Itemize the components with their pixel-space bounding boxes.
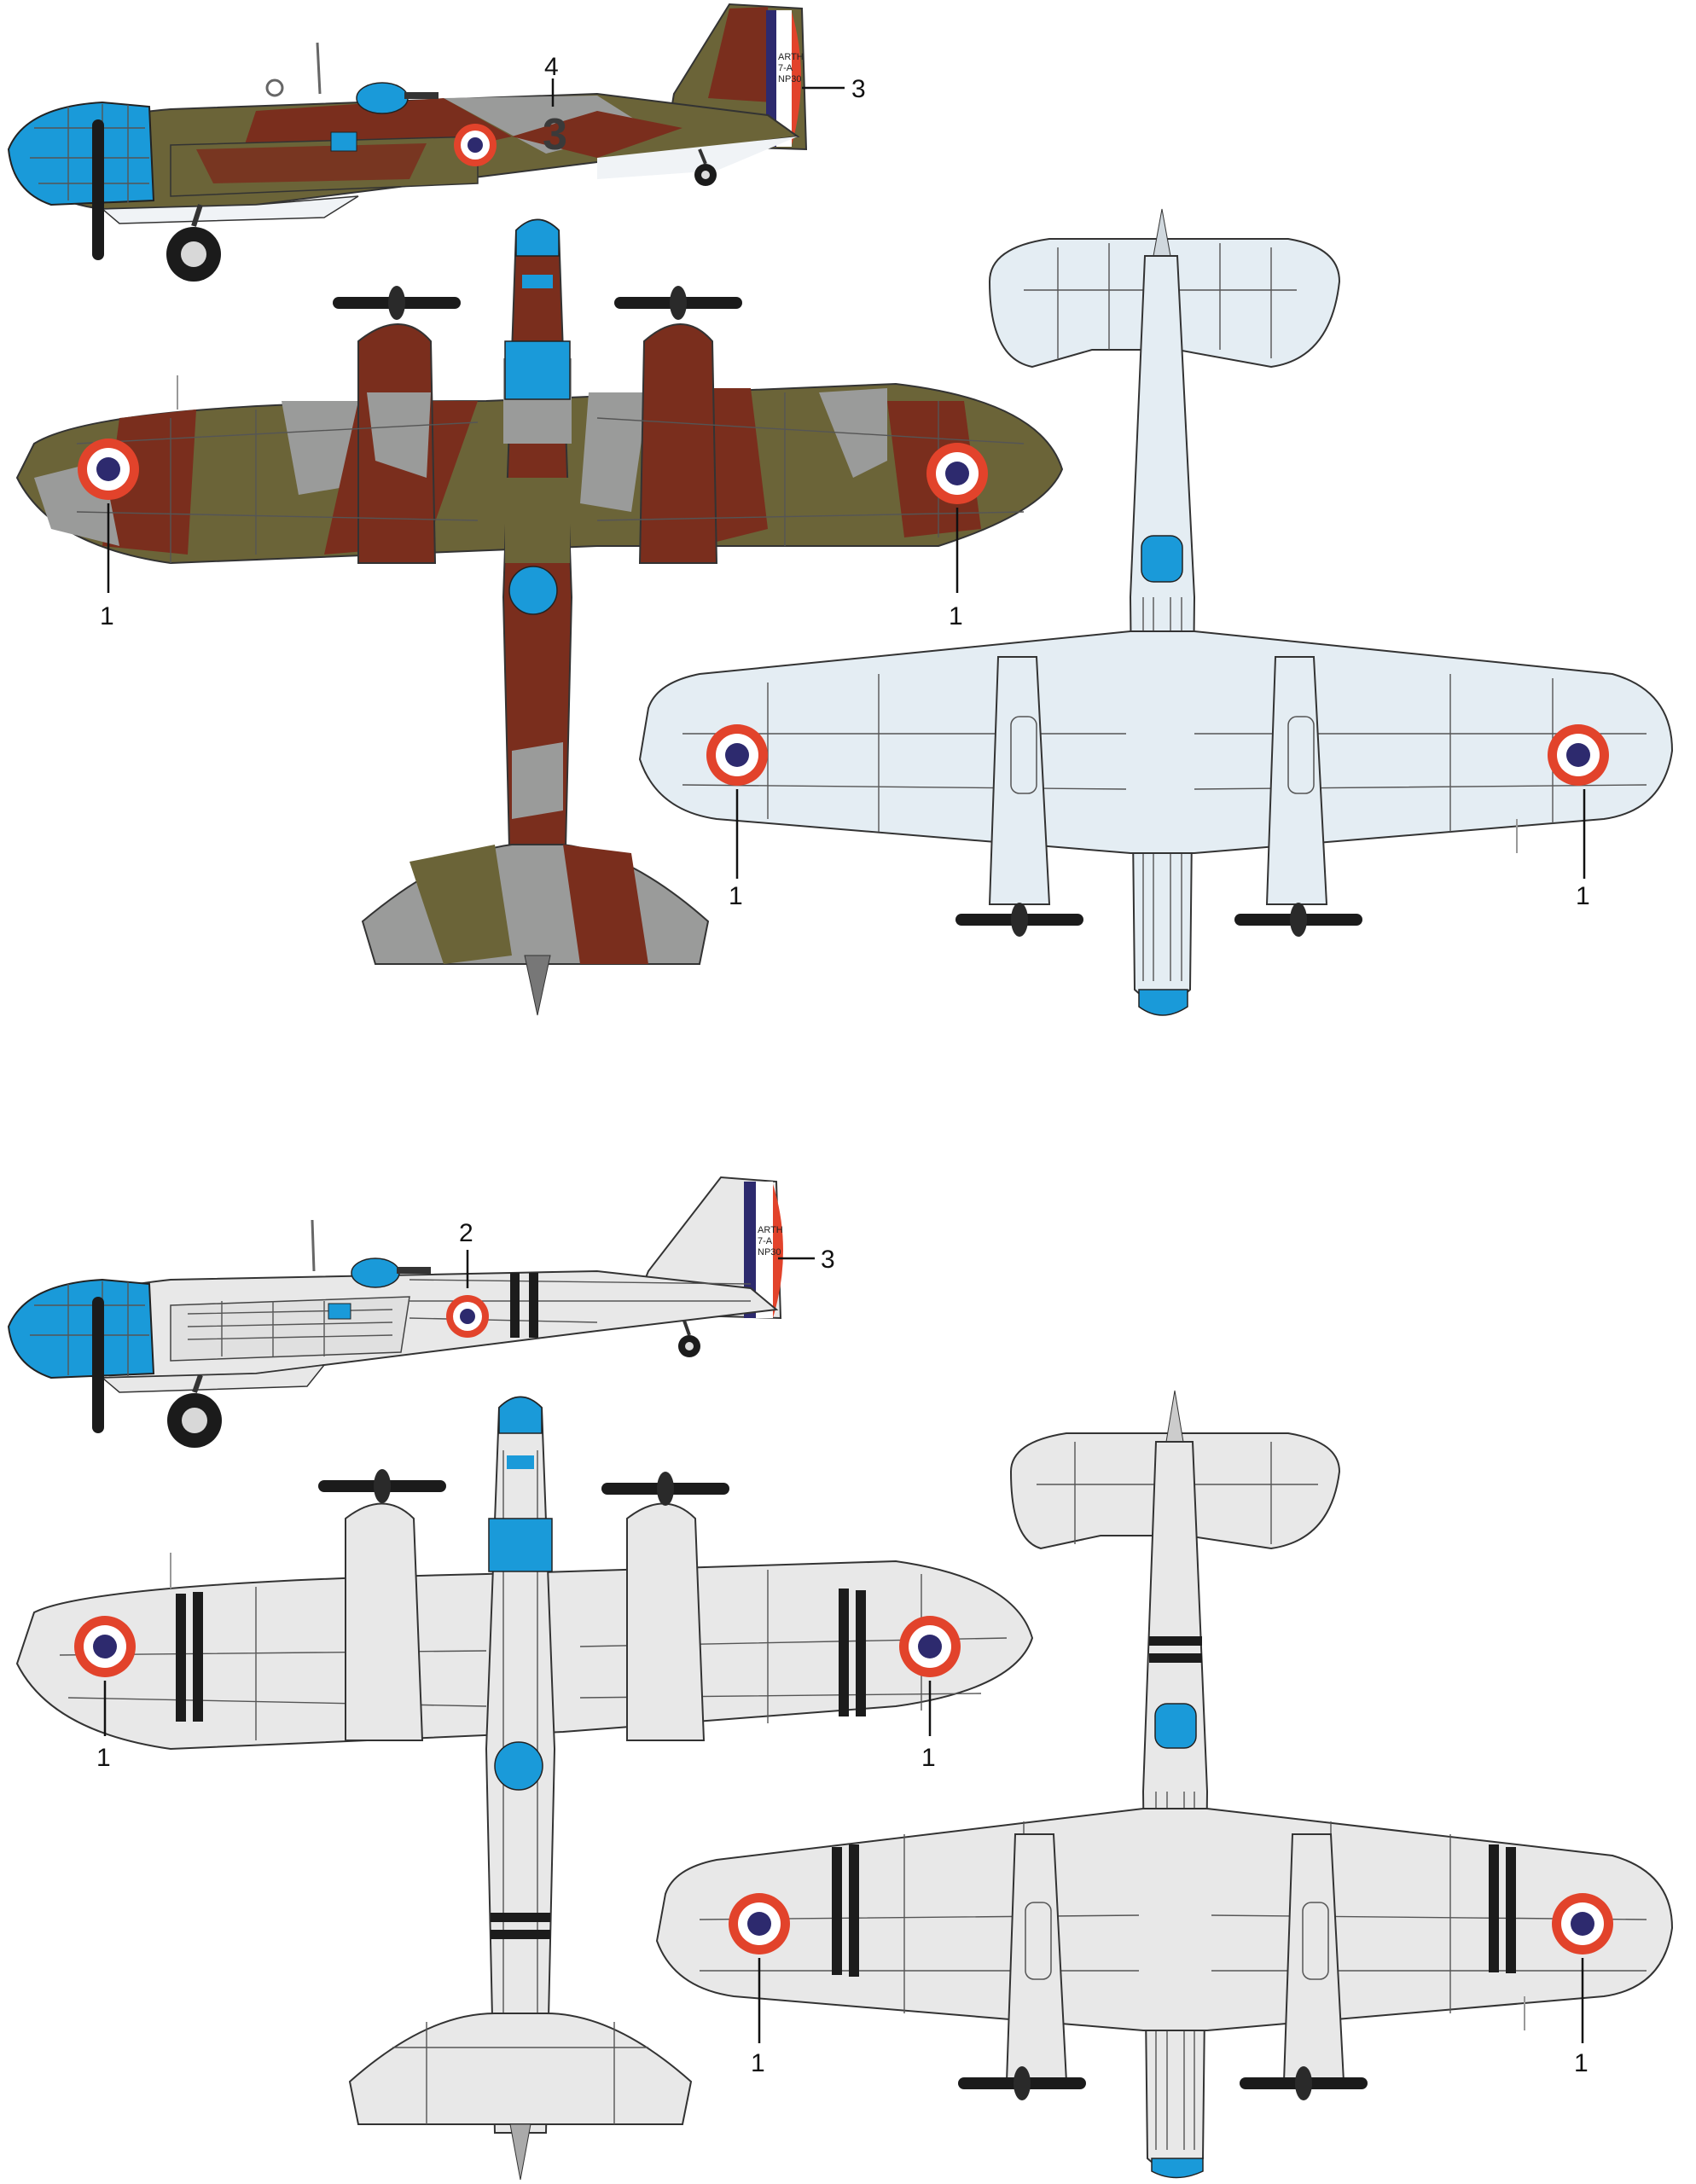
fuselage-roundel [446,1295,489,1338]
callout-side-roundel: 2 [459,1219,473,1247]
callout-roundel: 1 [949,602,963,630]
top-view-silver: 1 1 [15,1396,1034,2181]
fuselage-roundel [454,124,497,166]
callout-roundel: 1 [100,602,114,630]
svg-text:NP30: NP30 [778,74,802,84]
wing-invasion-stripe [839,1589,849,1716]
wing-invasion-stripe [193,1592,203,1722]
callout-roundel: 1 [96,1744,111,1772]
fin-lettering: ARTH 7-A NP30 [778,52,804,84]
fuselage-invasion-stripe [491,1913,550,1922]
wing-invasion-stripe [1506,1847,1516,1973]
wing-invasion-stripe [176,1594,186,1722]
rudder-blue-stripe [766,10,776,147]
svg-text:7-A: 7-A [778,63,793,73]
rudder-red-stripe [792,12,801,145]
callout-roundel: 1 [751,2049,765,2077]
wing-roundel-left-lower [706,724,768,786]
callout-roundel: 1 [1574,2049,1589,2077]
wing-invasion-stripe [856,1590,866,1716]
rudder-red-stripe [773,1184,783,1318]
fuselage-invasion-stripe [1149,1653,1202,1663]
bottom-view-light-blue: 1 1 [638,208,1674,1016]
wing-roundel-left-upper [74,1616,136,1677]
wing-roundel-right-upper [899,1616,961,1677]
side-view-silver: ARTH 7-A NP30 2 3 [7,1176,835,1448]
svg-text:ARTH: ARTH [778,52,804,62]
callout-fuselage-code: 4 [544,53,559,81]
bottom-view-silver: 1 1 [655,1390,1674,2179]
fin-lettering: ARTH 7-A NP30 [758,1225,783,1258]
wing-roundel-left-upper [78,439,139,500]
side-view-camouflage: 3 ARTH 7-A NP30 4 3 [7,3,866,282]
fuselage-invasion-stripe [529,1273,538,1338]
wing-roundel-right-lower [1548,724,1609,786]
top-view-camouflage: 1 1 [15,218,1064,1016]
fuselage-invasion-stripe [1149,1636,1202,1646]
callout-roundel: 1 [729,882,743,910]
wing-invasion-stripe [849,1844,859,1977]
wing-roundel-right-upper [926,443,988,504]
svg-text:ARTH: ARTH [758,1225,783,1235]
wing-invasion-stripe [832,1847,842,1975]
callout-roundel: 1 [921,1744,936,1772]
wing-roundel-right-lower [1552,1893,1613,1955]
wing-roundel-left-lower [729,1893,790,1955]
rudder-white-stripe [776,10,792,147]
wing-invasion-stripe [1489,1844,1499,1972]
svg-text:NP30: NP30 [758,1247,781,1258]
fuselage-invasion-stripe [491,1930,550,1939]
fuselage-code-number: 3 [543,110,567,160]
svg-text:7-A: 7-A [758,1236,773,1246]
callout-fin-stripes: 3 [821,1246,835,1274]
callout-fin-stripes: 3 [851,75,866,103]
callout-roundel: 1 [1576,882,1590,910]
fuselage-invasion-stripe [510,1273,520,1338]
